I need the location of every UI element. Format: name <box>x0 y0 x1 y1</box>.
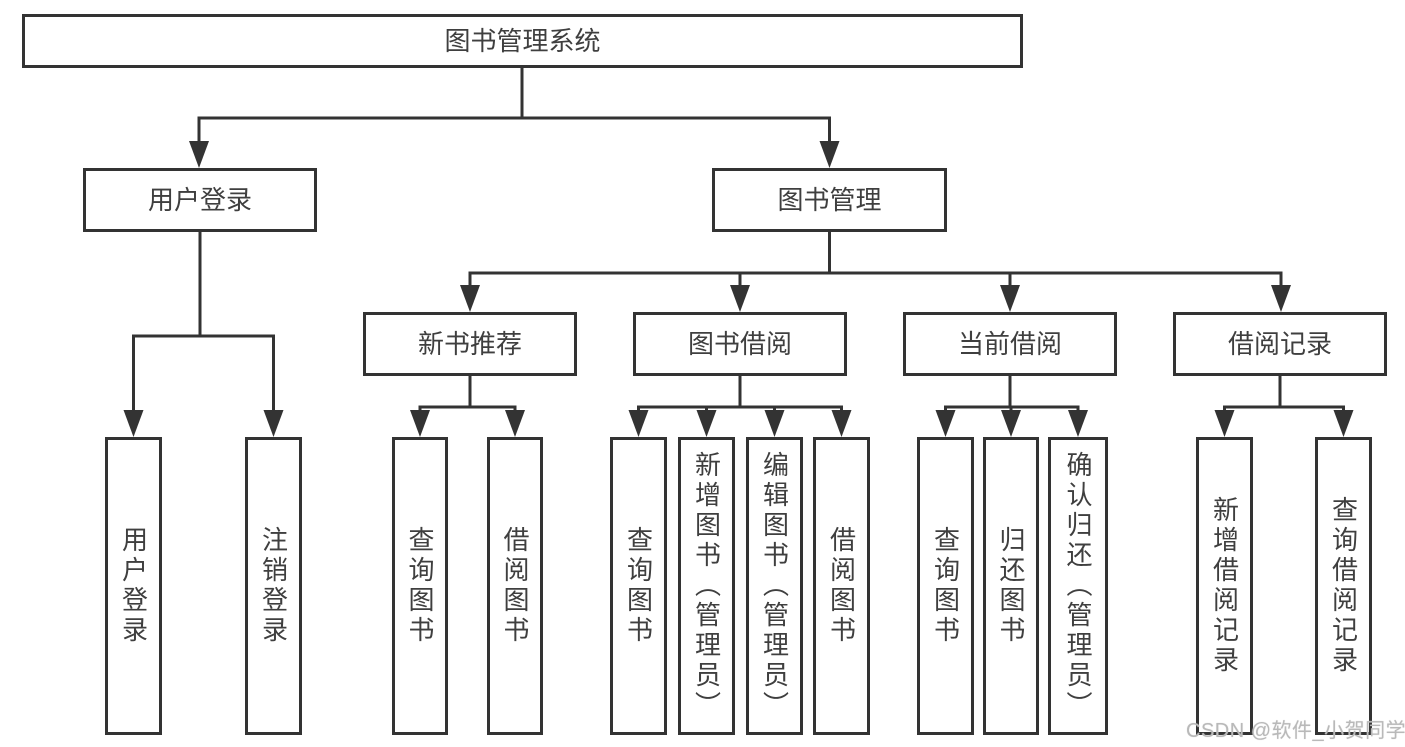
node-current-borrow: 当前借阅 <box>903 312 1117 376</box>
leaf-label: 新增借阅记录 <box>1209 496 1240 676</box>
leaf-recommend-query-books: 查询图书 <box>392 437 448 735</box>
leaf-add-borrow-record: 新增借阅记录 <box>1196 437 1253 735</box>
leaf-user-login: 用户登录 <box>105 437 162 735</box>
connector-current-to-leaves <box>935 376 1088 437</box>
leaf-confirm-return-admin: 确认归还（管理员） <box>1048 437 1108 735</box>
node-root: 图书管理系统 <box>22 14 1023 68</box>
leaf-label: 借阅图书 <box>500 526 530 646</box>
leaf-borrow-query-books: 查询图书 <box>610 437 667 735</box>
node-label: 借阅记录 <box>1227 329 1332 359</box>
leaf-recommend-borrow-books: 借阅图书 <box>487 437 543 735</box>
node-label: 用户登录 <box>147 185 252 215</box>
leaf-label: 查询借阅记录 <box>1328 496 1359 676</box>
leaf-return-books: 归还图书 <box>983 437 1039 735</box>
connector-root-to-level2 <box>189 68 840 168</box>
leaf-logout: 注销登录 <box>245 437 302 735</box>
node-label: 新书推荐 <box>417 329 522 359</box>
node-label: 图书借阅 <box>687 329 792 359</box>
leaf-label: 用户登录 <box>118 526 149 646</box>
leaf-label: 注销登录 <box>258 526 289 646</box>
node-label: 图书管理 <box>777 185 882 215</box>
leaf-label: 查询图书 <box>930 526 961 646</box>
leaf-borrow-books: 借阅图书 <box>813 437 870 735</box>
leaf-label: 新增图书（管理员） <box>691 451 722 721</box>
leaf-label: 查询图书 <box>623 526 654 646</box>
leaf-query-borrow-record: 查询借阅记录 <box>1315 437 1372 735</box>
node-label: 图书管理系统 <box>444 26 601 56</box>
node-book-management: 图书管理 <box>712 168 947 232</box>
leaf-label: 编辑图书（管理员） <box>759 451 790 721</box>
node-user-login: 用户登录 <box>83 168 317 232</box>
leaf-edit-books-admin: 编辑图书（管理员） <box>746 437 803 735</box>
connector-management-to-level3 <box>460 232 1291 312</box>
leaf-label: 归还图书 <box>996 526 1026 646</box>
node-borrow-records: 借阅记录 <box>1173 312 1387 376</box>
leaf-add-books-admin: 新增图书（管理员） <box>678 437 735 735</box>
leaf-current-query-books: 查询图书 <box>917 437 974 735</box>
leaf-label: 查询图书 <box>405 526 435 646</box>
node-new-book-recommend: 新书推荐 <box>363 312 577 376</box>
node-book-borrow: 图书借阅 <box>633 312 847 376</box>
leaf-label: 确认归还（管理员） <box>1063 451 1093 721</box>
leaf-label: 借阅图书 <box>826 526 857 646</box>
csdn-watermark: CSDN @软件_小贺同学 <box>1186 720 1405 742</box>
connector-recommend-to-leaves <box>410 376 525 437</box>
connector-records-to-leaves <box>1214 376 1354 437</box>
connector-borrow-to-leaves <box>628 376 852 437</box>
connector-login-to-leaves <box>123 232 284 437</box>
node-label: 当前借阅 <box>957 329 1062 359</box>
